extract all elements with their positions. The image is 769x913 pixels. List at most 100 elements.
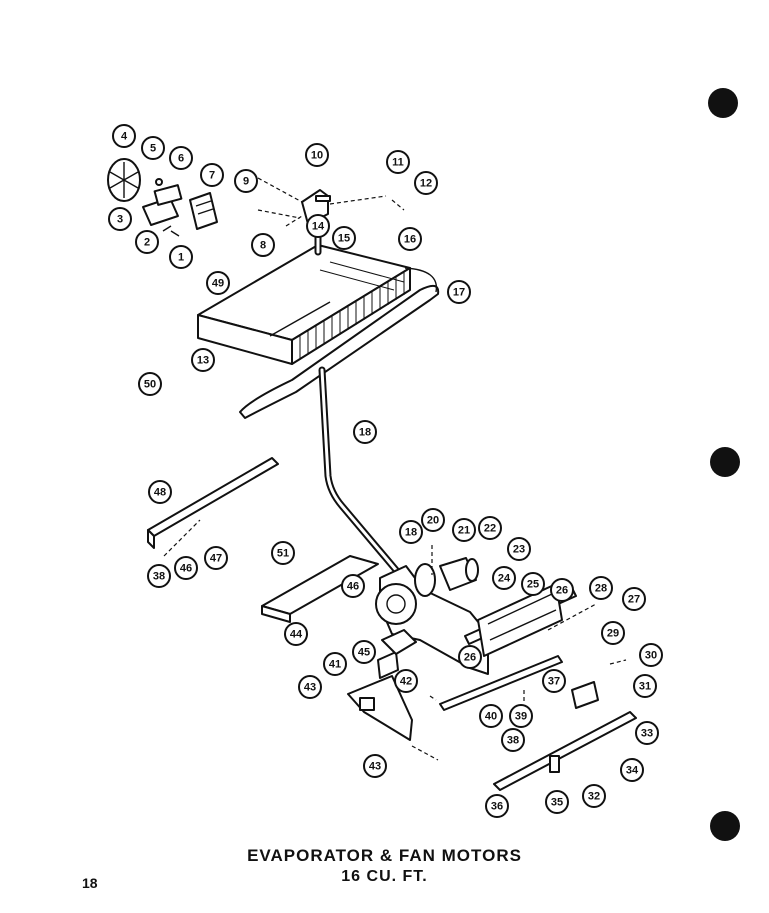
callout-label: 10 (311, 150, 323, 162)
callout-label: 17 (453, 287, 465, 299)
callout-25: 25 (521, 572, 545, 596)
callout-label: 23 (513, 544, 525, 556)
callout-29: 29 (601, 621, 625, 645)
callout-28: 28 (589, 576, 613, 600)
callout-label: 42 (400, 676, 412, 688)
callout-21: 21 (452, 518, 476, 542)
callout-label: 31 (639, 681, 651, 693)
callout-8: 8 (251, 233, 275, 257)
callout-label: 29 (607, 628, 619, 640)
callout-2: 2 (135, 230, 159, 254)
callout-16: 16 (398, 227, 422, 251)
callout-label: 33 (641, 728, 653, 740)
callout-label: 2 (144, 237, 150, 249)
callout-45: 45 (352, 640, 376, 664)
left-bracket (147, 457, 279, 549)
callout-38: 38 (147, 564, 171, 588)
callout-35: 35 (545, 790, 569, 814)
callout-label: 8 (260, 240, 266, 252)
callout-label: 35 (551, 797, 563, 809)
callout-23: 23 (507, 537, 531, 561)
callout-47: 47 (204, 546, 228, 570)
callout-label: 38 (153, 571, 165, 583)
callout-label: 34 (626, 765, 639, 777)
lower-fan-assembly (261, 555, 637, 791)
callout-33: 33 (635, 721, 659, 745)
callout-40: 40 (479, 704, 503, 728)
callout-14: 14 (306, 214, 330, 238)
callout-label: 18 (405, 527, 417, 539)
diagram-title: EVAPORATOR & FAN MOTORS (247, 846, 522, 865)
callout-10: 10 (305, 143, 329, 167)
callout-label: 5 (150, 143, 156, 155)
callout-label: 39 (515, 711, 527, 723)
callout-1: 1 (169, 245, 193, 269)
callout-label: 9 (243, 176, 249, 188)
callout-label: 24 (498, 573, 511, 585)
callout-label: 49 (212, 278, 224, 290)
callout-label: 22 (484, 523, 496, 535)
callout-label: 18 (359, 427, 371, 439)
callout-label: 13 (197, 355, 209, 367)
callout-label: 26 (464, 652, 476, 664)
callout-label: 38 (507, 735, 519, 747)
callout-label: 25 (527, 579, 539, 591)
callout-5: 5 (141, 136, 165, 160)
callout-label: 6 (178, 153, 184, 165)
callout-label: 51 (277, 548, 289, 560)
callout-44: 44 (284, 622, 308, 646)
callout-label: 30 (645, 650, 657, 662)
callout-31: 31 (633, 674, 657, 698)
binder-hole-bottom (710, 811, 740, 841)
callout-label: 3 (117, 214, 123, 226)
callout-34: 34 (620, 758, 644, 782)
callout-label: 50 (144, 379, 156, 391)
callout-label: 20 (427, 515, 439, 527)
callout-label: 12 (420, 178, 432, 190)
evaporator (197, 189, 440, 419)
callout-4: 4 (112, 124, 136, 148)
binder-hole-middle (710, 447, 740, 477)
callout-6: 6 (169, 146, 193, 170)
callout-9: 9 (234, 169, 258, 193)
callout-label: 40 (485, 711, 497, 723)
callout-18: 18 (399, 520, 423, 544)
callout-50: 50 (138, 372, 162, 396)
callout-label: 28 (595, 583, 607, 595)
page-number: 18 (82, 875, 98, 891)
callout-label: 46 (180, 563, 192, 575)
callout-18: 18 (353, 420, 377, 444)
callout-label: 43 (304, 682, 316, 694)
callout-24: 24 (492, 566, 516, 590)
callout-label: 27 (628, 594, 640, 606)
callout-label: 4 (121, 131, 128, 143)
callout-label: 32 (588, 791, 600, 803)
callout-22: 22 (478, 516, 502, 540)
callout-48: 48 (148, 480, 172, 504)
callout-label: 46 (347, 581, 359, 593)
callout-7: 7 (200, 163, 224, 187)
callout-3: 3 (108, 207, 132, 231)
callout-32: 32 (582, 784, 606, 808)
callout-46: 46 (341, 574, 365, 598)
callout-label: 21 (458, 525, 470, 537)
callout-label: 47 (210, 553, 222, 565)
callout-49: 49 (206, 271, 230, 295)
callout-label: 41 (329, 659, 341, 671)
upper-fan-assembly (107, 158, 218, 237)
callout-label: 26 (556, 585, 568, 597)
callout-label: 14 (312, 221, 325, 233)
callout-13: 13 (191, 348, 215, 372)
callout-26: 26 (550, 578, 574, 602)
callout-label: 15 (338, 233, 350, 245)
callout-label: 16 (404, 234, 416, 246)
callout-15: 15 (332, 226, 356, 250)
callout-label: 37 (548, 676, 560, 688)
callout-label: 7 (209, 170, 215, 182)
callout-27: 27 (622, 587, 646, 611)
callout-36: 36 (485, 794, 509, 818)
callout-label: 48 (154, 487, 166, 499)
callout-46: 46 (174, 556, 198, 580)
callout-42: 42 (394, 669, 418, 693)
